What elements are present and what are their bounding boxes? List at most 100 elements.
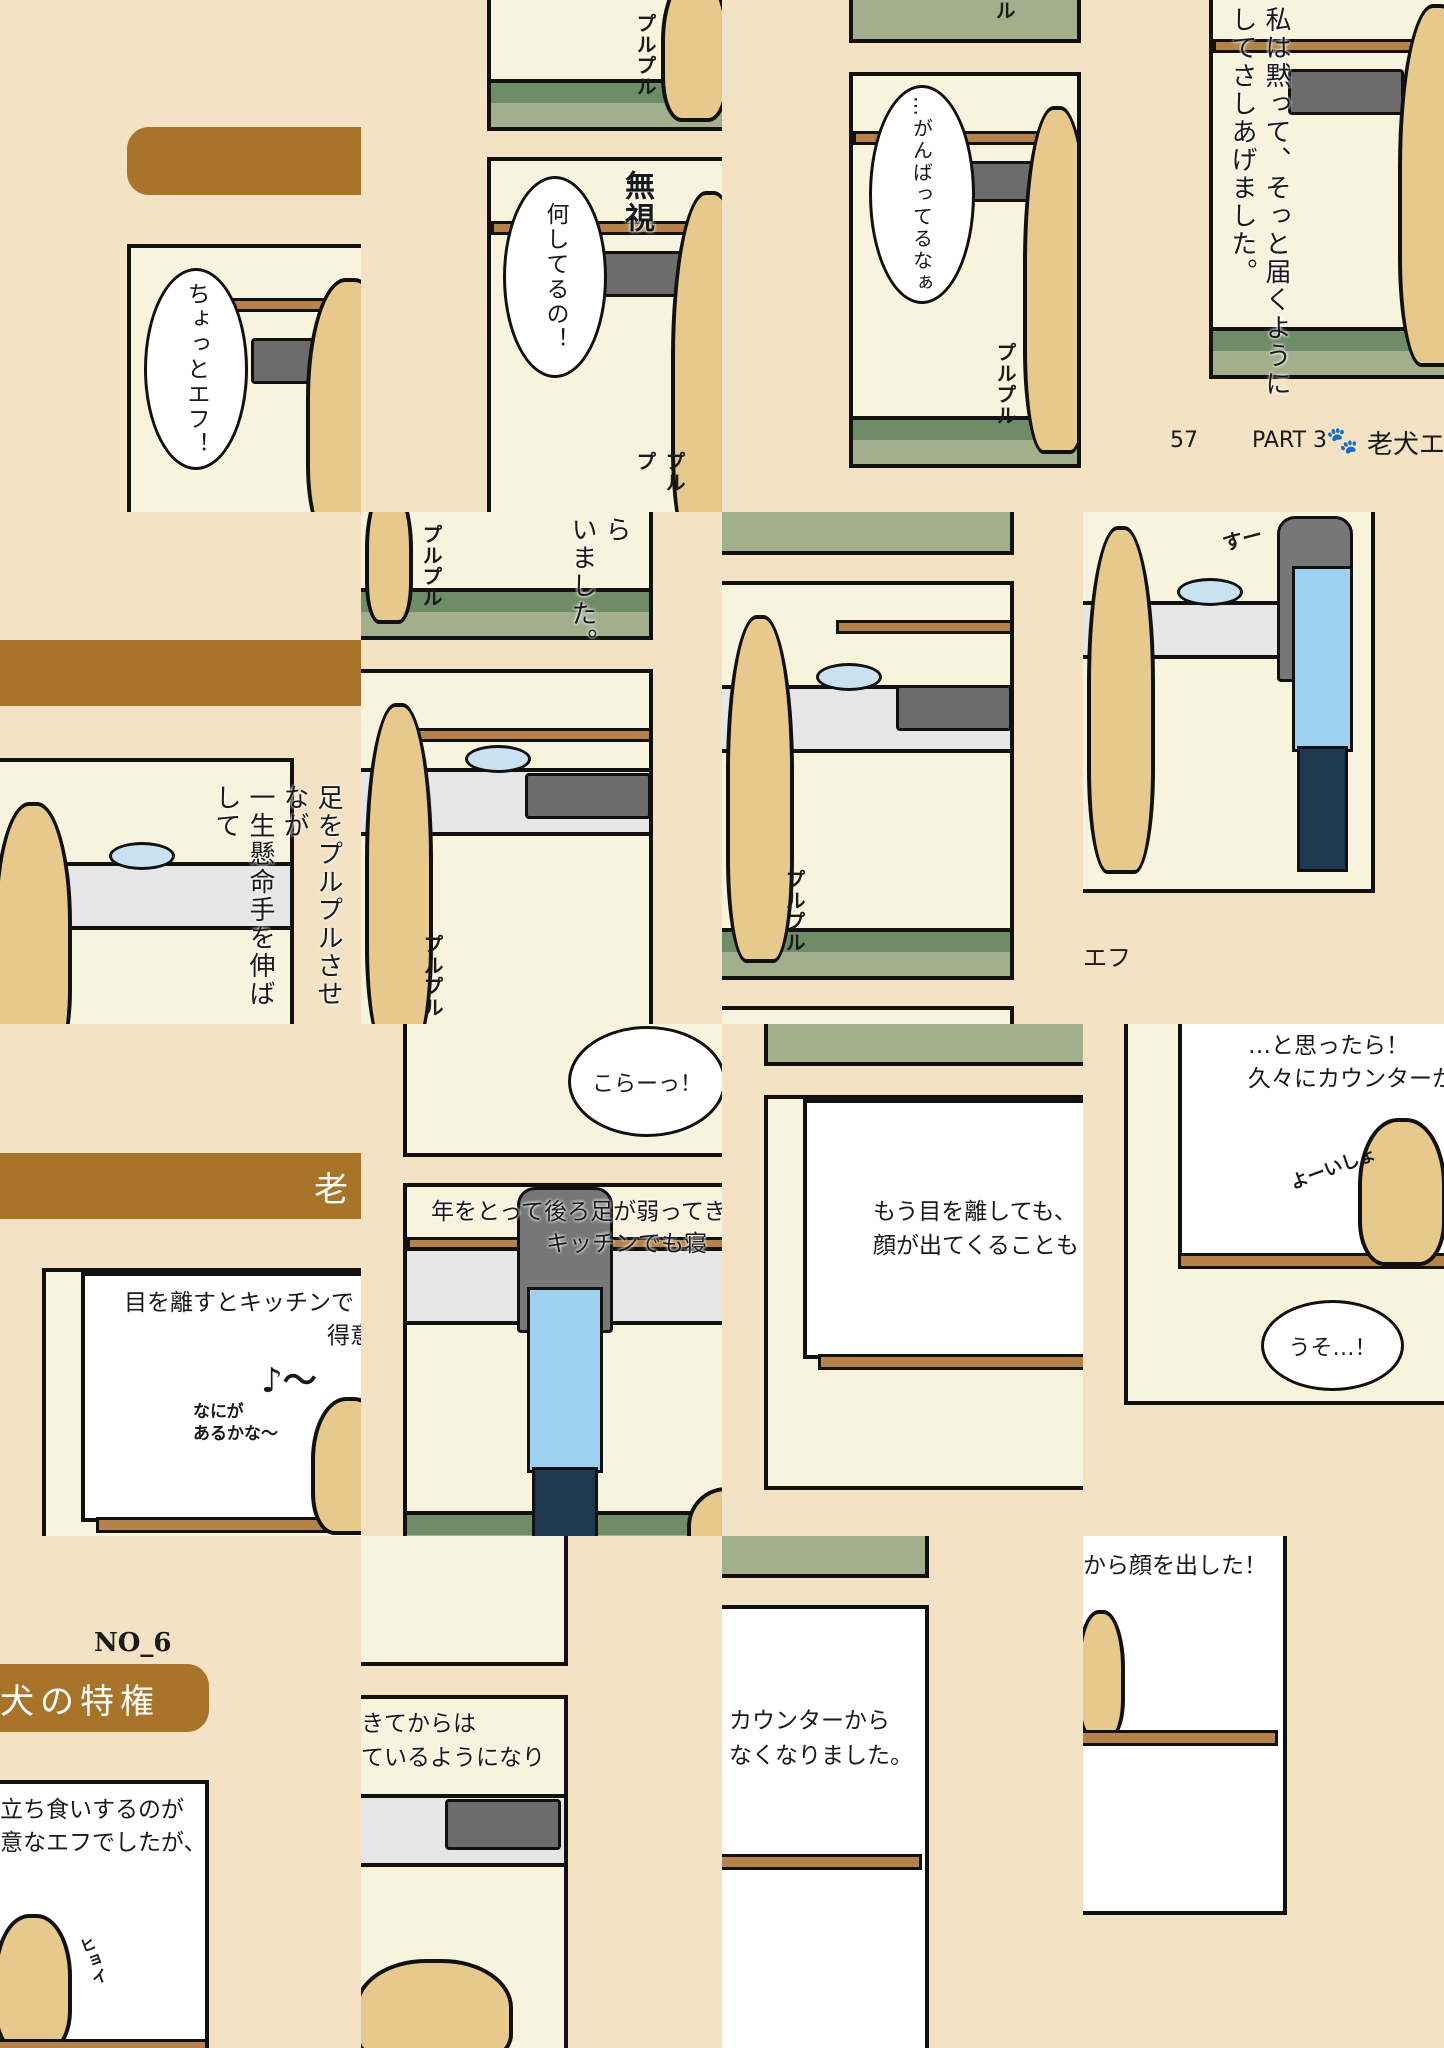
dog	[361, 1959, 513, 2048]
dog	[365, 512, 413, 624]
thought-line: なにが	[193, 1402, 244, 1422]
plate	[465, 745, 531, 773]
dog	[1087, 526, 1155, 874]
tile-r2-c3: …と思ったら！ 久々にカウンターか よーいしょ うそ…！	[1083, 1024, 1444, 1536]
bubble-text: こらーっ！	[591, 1071, 702, 1097]
page-number: 57	[1170, 428, 1198, 453]
counter-edge	[722, 1854, 922, 1870]
tile-r2-c2: もう目を離しても、 顔が出てくることも	[722, 1024, 1083, 1536]
floor	[1213, 327, 1444, 375]
comic-panel	[1209, 0, 1444, 379]
narration-line: なくなりました。	[729, 1743, 913, 1769]
counter-edge	[818, 1354, 1083, 1370]
dog	[687, 1487, 722, 1536]
tile-r2-c1: こらーっ！ 年をとって後ろ足が弱ってき キッチンでも寝	[361, 1024, 722, 1536]
sfx-text: プルプル	[782, 869, 806, 953]
dog	[1023, 106, 1077, 454]
speech-bubble: こらーっ！	[568, 1026, 722, 1137]
thought-line: あるかな～	[193, 1424, 278, 1444]
narration: 私は黙って、そっと届くようにしてさしあげました。	[1225, 6, 1293, 398]
episode-title-banner: 犬の特権	[0, 1664, 209, 1732]
chapter-banner: 老	[0, 1153, 361, 1219]
dog	[306, 278, 361, 512]
music-note-icon: ♪～	[261, 1361, 317, 1401]
comic-panel	[487, 0, 722, 131]
narration-line: もう目を離しても、	[873, 1199, 1077, 1225]
comic-panel	[361, 1695, 568, 2048]
dog	[311, 1397, 361, 1535]
narration: らいました。	[565, 516, 633, 656]
counter-edge	[1213, 39, 1444, 53]
floor	[361, 588, 649, 636]
comic-panel	[361, 512, 653, 640]
sfx-text: プルプル	[419, 524, 443, 608]
dog	[671, 191, 722, 512]
dog-thought: なにがあるかな～	[193, 1401, 278, 1445]
speech-bubble: ちょっとエフ！	[144, 268, 248, 470]
stove	[525, 773, 649, 819]
counter-edge	[96, 1517, 361, 1533]
narration-line: 年をとって後ろ足が弱ってき	[431, 1199, 722, 1225]
comic-panel	[722, 512, 1014, 555]
bubble-text: ちょっとエフ！	[183, 281, 209, 457]
sfx-text: プルプル	[420, 934, 444, 1018]
chapter-banner	[0, 640, 361, 706]
bubble-text: 何してるの！	[542, 202, 568, 352]
dog	[365, 703, 433, 1024]
comic-panel	[42, 1268, 361, 1536]
apron	[527, 1287, 603, 1473]
person-legs	[1297, 746, 1348, 872]
narration: 足をプルプルさせなが一生懸命手を伸ばして	[209, 784, 345, 1024]
tile-r1-c2: プルプル	[722, 512, 1083, 1024]
tile-r3-c1: きてからは ているようになり	[361, 1536, 722, 2048]
apron	[1292, 566, 1353, 752]
narration-line: 立ち食いするのが	[0, 1797, 184, 1823]
person-legs	[532, 1467, 598, 1536]
episode-title: 犬の特権	[0, 1681, 160, 1722]
narration-line: 顔が出てくることも	[873, 1233, 1079, 1259]
dog	[1083, 1610, 1125, 1738]
tile-r1-c0: 足をプルプルさせなが一生懸命手を伸ばして	[0, 512, 361, 1024]
counter-edge	[836, 620, 1010, 634]
stove	[1288, 69, 1404, 115]
narration-line: きてからは	[361, 1711, 476, 1737]
bubble-text: …がんばってるなぁ	[909, 95, 934, 294]
comic-panel	[764, 1095, 1083, 1490]
narration-line: 意なエフでしたが、	[0, 1830, 207, 1856]
sfx-text: ル	[992, 0, 1016, 21]
speech-bubble: 何してるの！	[503, 176, 607, 378]
narration-col: ら	[601, 516, 631, 544]
narration-line: 目を離すとキッチンで	[124, 1290, 354, 1316]
comic-panel	[403, 1183, 722, 1536]
tile-r1-c3: すー エフ	[1083, 512, 1444, 1024]
tile-r0-c2: ル …がんばってるなぁ プルプル	[722, 0, 1083, 512]
narration-col: 私は黙って、そっと届くように	[1261, 6, 1291, 398]
tile-r3-c0: NO_6 犬の特権 立ち食いするのが 意なエフでしたが、 ヒョイ	[0, 1536, 361, 2048]
counter-edge	[1083, 1730, 1278, 1746]
comic-panel	[722, 1605, 929, 2048]
bubble-text: うそ…！	[1288, 1335, 1377, 1361]
sfx-text: プルプ	[633, 451, 686, 493]
narration-col: 足をプルプルさせなが	[279, 784, 343, 1008]
comic-panel	[0, 758, 294, 1024]
comic-panel	[722, 1006, 1014, 1024]
comic-panel	[361, 669, 653, 1024]
narration-line: キッチンでも寝	[546, 1231, 707, 1257]
tile-r3-c3: から顔を出した！	[1083, 1536, 1444, 2048]
narration-line: ているようになり	[361, 1745, 545, 1771]
sfx-text: プルプル	[993, 342, 1017, 426]
narration-line: …と思ったら！	[1248, 1033, 1409, 1059]
stove	[445, 1799, 561, 1850]
tile-r0-c1: プルプル 無視 何してるの！ プルプ	[361, 0, 722, 512]
plate	[109, 842, 175, 870]
speech-bubble: うそ…！	[1261, 1300, 1404, 1391]
sfx-text: プルプル	[633, 13, 657, 97]
dog	[661, 0, 722, 122]
narration-line: カウンターから	[729, 1708, 890, 1734]
dog	[1358, 1118, 1444, 1266]
comic-panel	[487, 157, 722, 512]
chapter-banner	[127, 127, 361, 195]
comic-panel	[0, 1780, 209, 2048]
plate	[1177, 578, 1243, 606]
